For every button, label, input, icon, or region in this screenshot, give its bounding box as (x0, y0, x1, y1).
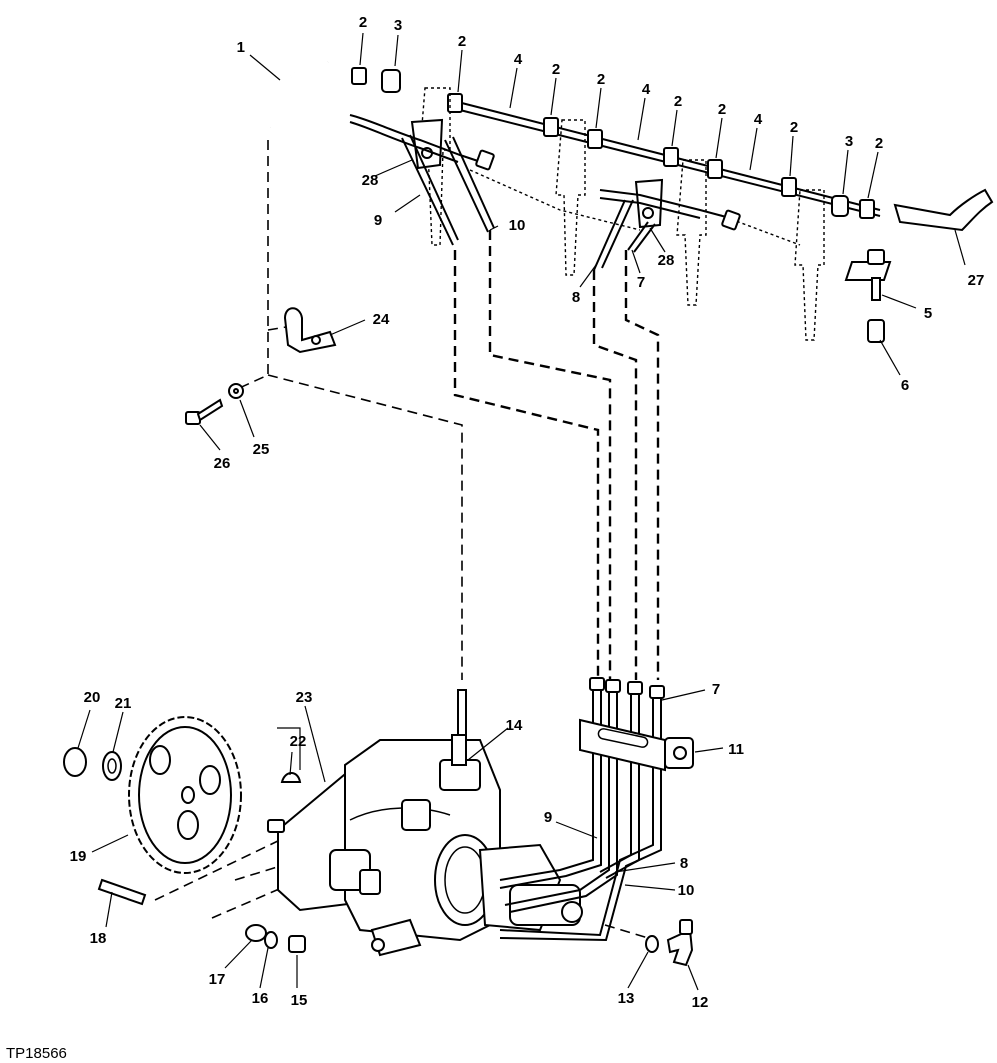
callout-17: 17 (209, 971, 226, 988)
callout-10: 10 (509, 217, 526, 234)
callout-18: 18 (90, 930, 107, 947)
injection-pump (267, 689, 583, 957)
callout-1: 1 (237, 39, 245, 56)
callout-14: 14 (506, 717, 523, 734)
callout-19: 19 (70, 848, 87, 865)
callout-2: 2 (359, 14, 367, 31)
injection-lines (499, 677, 694, 942)
callout-24: 24 (373, 311, 390, 328)
callout-2: 2 (875, 135, 883, 152)
callout-28: 28 (658, 252, 675, 269)
callout-12: 12 (692, 994, 709, 1011)
callout-25: 25 (253, 441, 270, 458)
callout-8: 8 (680, 855, 688, 872)
callout-23: 23 (296, 689, 313, 706)
callout-9: 9 (544, 809, 552, 826)
callout-4: 4 (514, 51, 523, 68)
callout-2: 2 (674, 93, 682, 110)
leader-lines (77, 32, 966, 991)
callout-7: 7 (712, 681, 720, 698)
callout-13: 13 (618, 990, 635, 1007)
callout-9: 9 (374, 212, 382, 229)
callout-2: 2 (718, 101, 726, 118)
callout-16: 16 (252, 990, 269, 1007)
callout-20: 20 (84, 689, 101, 706)
callout-15: 15 (291, 992, 308, 1009)
callout-3: 3 (394, 17, 402, 34)
callout-3: 3 (845, 133, 853, 150)
callout-labels: 1 2 3 2 4 2 2 4 2 2 4 2 3 2 28 9 10 8 7 … (70, 14, 985, 1011)
callout-28: 28 (362, 172, 379, 189)
callout-27: 27 (968, 272, 985, 289)
callout-5: 5 (924, 305, 932, 322)
assembly-guide-lines (154, 140, 660, 939)
callout-8: 8 (572, 289, 580, 306)
callout-2: 2 (597, 71, 605, 88)
callout-7: 7 (637, 274, 645, 291)
callout-22: 22 (290, 733, 307, 750)
callout-11: 11 (728, 741, 744, 758)
callout-10: 10 (678, 882, 695, 899)
figure-id: TP18566 (6, 1045, 67, 1062)
callout-21: 21 (115, 695, 132, 712)
callout-26: 26 (214, 455, 231, 472)
callout-2: 2 (458, 33, 466, 50)
callout-2: 2 (552, 61, 560, 78)
callout-4: 4 (642, 81, 651, 98)
callout-4: 4 (754, 111, 763, 128)
clamp-hardware (185, 307, 337, 425)
drive-gear (63, 716, 694, 967)
injector-assembly (268, 60, 994, 343)
callout-2: 2 (790, 119, 798, 136)
callout-6: 6 (901, 377, 909, 394)
